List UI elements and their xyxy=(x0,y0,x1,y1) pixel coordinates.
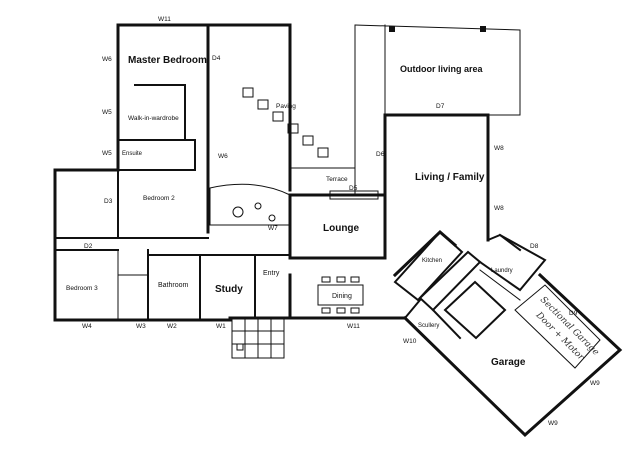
room-garage: Garage xyxy=(491,357,526,368)
room-bedroom-3: Bedroom 3 xyxy=(66,285,98,292)
window-w6-a: W6 xyxy=(102,56,112,63)
room-bedroom-2: Bedroom 2 xyxy=(143,195,175,202)
window-w9-a: W9 xyxy=(590,380,600,387)
room-lounge: Lounge xyxy=(323,223,360,234)
window-w11-bottom: W11 xyxy=(347,323,360,330)
room-walk-in-wardrobe: Walk-in-wardrobe xyxy=(128,115,179,122)
door-d5 xyxy=(329,190,379,200)
window-w7: W7 xyxy=(268,225,278,232)
window-w6-b: W6 xyxy=(218,153,228,160)
room-entry: Entry xyxy=(263,270,280,277)
door-d8: D8 xyxy=(530,243,539,250)
door-d4: D4 xyxy=(212,55,221,62)
room-kitchen: Kitchen xyxy=(422,258,442,264)
door-d7: D7 xyxy=(436,103,445,110)
window-w1: W1 xyxy=(216,323,226,330)
window-w5-b: W5 xyxy=(102,150,112,157)
window-w4: W4 xyxy=(82,323,92,330)
window-w3: W3 xyxy=(136,323,146,330)
window-w2: W2 xyxy=(167,323,177,330)
window-w8-a: W8 xyxy=(494,145,504,152)
door-d3: D3 xyxy=(104,198,113,205)
room-labels: Master Bedroom Walk-in-wardrobe Ensuite … xyxy=(66,55,526,368)
window-w10: W10 xyxy=(403,338,417,345)
paving-steps xyxy=(242,87,356,191)
room-master-bedroom: Master Bedroom xyxy=(128,55,207,66)
door-d9: D9 xyxy=(569,310,578,317)
room-laundry: Laundry xyxy=(491,268,513,274)
room-living-family: Living / Family xyxy=(415,172,485,183)
door-d5-label: D5 xyxy=(349,185,358,192)
window-labels: W11 W6 W5 W5 W6 W7 W4 W3 W2 W1 W11 W10 W… xyxy=(82,16,600,427)
room-scullery: Scullery xyxy=(418,323,439,329)
room-dining: Dining xyxy=(332,293,352,300)
post-marker xyxy=(480,26,486,32)
room-paving: Paving xyxy=(276,103,296,110)
door-labels: D4 D3 D2 D5 D6 D7 D8 D9 xyxy=(84,55,578,317)
room-ensuite: Ensuite xyxy=(122,151,143,157)
handwritten-note: Sectional Garage Door + Motor xyxy=(533,295,601,363)
window-w9-b: W9 xyxy=(548,420,558,427)
exterior-walls xyxy=(53,23,623,438)
interior-walls xyxy=(117,84,601,369)
door-d2: D2 xyxy=(84,243,93,250)
room-study: Study xyxy=(215,284,243,295)
porch-tiles xyxy=(231,317,285,359)
window-w11-top: W11 xyxy=(158,16,171,23)
door-d6: D6 xyxy=(376,151,385,158)
dining-table xyxy=(317,276,364,314)
room-terrace: Terrace xyxy=(326,176,348,183)
post-marker xyxy=(389,26,395,32)
room-outdoor-living: Outdoor living area xyxy=(400,64,484,74)
window-w5-a: W5 xyxy=(102,109,112,116)
garden-bed xyxy=(209,183,291,226)
room-bathroom: Bathroom xyxy=(158,282,189,289)
window-w8-b: W8 xyxy=(494,205,504,212)
